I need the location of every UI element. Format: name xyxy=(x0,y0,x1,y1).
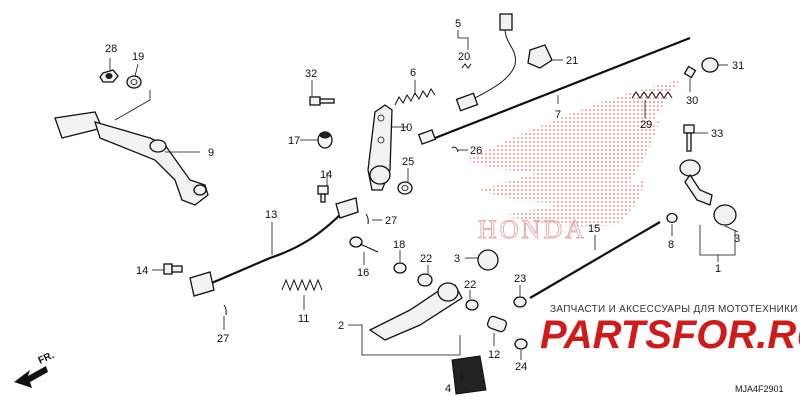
partsfor-logo: PARTSFOR.RU xyxy=(540,313,800,357)
callout-19: 19 xyxy=(132,51,144,63)
part-nut-8 xyxy=(666,212,678,224)
callout-3-right: 3 xyxy=(734,233,740,245)
callout-22-lower: 22 xyxy=(464,279,476,291)
callout-4: 4 xyxy=(445,383,451,395)
part-bracket-10 xyxy=(367,104,393,191)
part-spring-20 xyxy=(461,63,472,69)
callout-30: 30 xyxy=(686,95,698,107)
callout-22-upper: 22 xyxy=(420,253,432,265)
callout-15: 15 xyxy=(588,223,600,235)
part-clamp-21 xyxy=(527,44,553,69)
callout-23: 23 xyxy=(514,273,526,285)
callout-14-left: 14 xyxy=(136,265,148,277)
part-clip-30 xyxy=(683,65,697,79)
callout-9: 9 xyxy=(208,147,214,159)
diagram-code: MJA4F2901 xyxy=(735,384,784,394)
part-pin-27-upper xyxy=(365,213,369,225)
part-rod-7 xyxy=(417,36,691,145)
part-stop-switch-5 xyxy=(455,13,516,112)
part-spring-29 xyxy=(631,91,673,99)
part-pin-26 xyxy=(451,146,459,153)
callout-27-upper: 27 xyxy=(385,215,397,227)
callout-6: 6 xyxy=(410,67,416,79)
callout-32: 32 xyxy=(305,68,317,80)
part-joint-1 xyxy=(679,159,737,226)
callout-29: 29 xyxy=(640,119,652,131)
callout-24: 24 xyxy=(515,361,527,373)
part-washer-25 xyxy=(397,181,413,195)
part-nut-28 xyxy=(99,69,119,83)
callout-20: 20 xyxy=(458,51,470,63)
direction-label: FR. xyxy=(37,350,56,367)
part-washer-18 xyxy=(393,262,407,274)
logo-text-left: PARTS xyxy=(540,313,672,357)
callout-1: 1 xyxy=(715,263,721,275)
callout-31: 31 xyxy=(732,60,744,72)
watermark-caption: ЗАПЧАСТИ И АКСЕССУАРЫ ДЛЯ МОТОТЕХНИКИ xyxy=(550,304,798,315)
callout-8: 8 xyxy=(668,239,674,251)
part-gearshift-arm-2 xyxy=(368,282,463,341)
callout-26: 26 xyxy=(470,145,482,157)
callout-33: 33 xyxy=(711,128,723,140)
callout-28: 28 xyxy=(105,43,117,55)
logo-text-right: FOR.RU xyxy=(672,313,800,357)
callout-16: 16 xyxy=(357,267,369,279)
part-bushing-3 xyxy=(477,249,499,271)
callout-12: 12 xyxy=(488,349,500,361)
callout-3-mid: 3 xyxy=(454,253,460,265)
callout-25: 25 xyxy=(402,156,414,168)
svg-text:PARTSFOR.RU: PARTSFOR.RU xyxy=(540,313,800,357)
callout-labels: 28 19 9 32 6 17 10 25 5 20 21 7 26 29 30… xyxy=(105,18,744,395)
callout-21: 21 xyxy=(566,55,578,67)
part-washer-22-lower xyxy=(465,299,479,311)
brand-mark-text: HONDA xyxy=(478,215,587,244)
callout-18: 18 xyxy=(393,239,405,251)
callout-11: 11 xyxy=(298,313,309,325)
part-washer-22-upper xyxy=(417,273,433,287)
part-nut-24 xyxy=(514,338,528,350)
callout-13: 13 xyxy=(265,209,277,221)
callout-17: 17 xyxy=(288,135,300,147)
part-rod-13 xyxy=(189,197,359,297)
callout-14-upper: 14 xyxy=(320,169,332,181)
part-collar-12 xyxy=(486,315,508,333)
callout-5: 5 xyxy=(455,18,461,30)
part-pin-27-lower xyxy=(223,304,227,316)
callout-27-lower: 27 xyxy=(217,333,229,345)
part-bolt-16 xyxy=(349,236,379,253)
callout-7: 7 xyxy=(555,109,561,121)
part-brake-pedal xyxy=(54,111,209,206)
part-rubber-4 xyxy=(451,355,487,395)
part-spring-11 xyxy=(281,278,323,292)
callout-2: 2 xyxy=(338,320,344,332)
part-nut-23 xyxy=(513,296,527,308)
part-bolt-14-upper xyxy=(317,185,329,203)
leader-lines xyxy=(109,30,739,382)
part-washer-19 xyxy=(126,75,142,89)
part-pivot-17 xyxy=(317,131,333,149)
part-bolt-33 xyxy=(683,124,695,152)
part-rod-15 xyxy=(529,221,661,299)
front-direction-arrow-icon: FR. xyxy=(14,350,56,388)
honda-wing-logo: HONDA xyxy=(465,80,680,244)
callout-10: 10 xyxy=(400,122,412,134)
part-bolt-14-left xyxy=(163,263,183,275)
part-bolt-32 xyxy=(309,96,335,106)
part-nut-31 xyxy=(701,57,719,73)
